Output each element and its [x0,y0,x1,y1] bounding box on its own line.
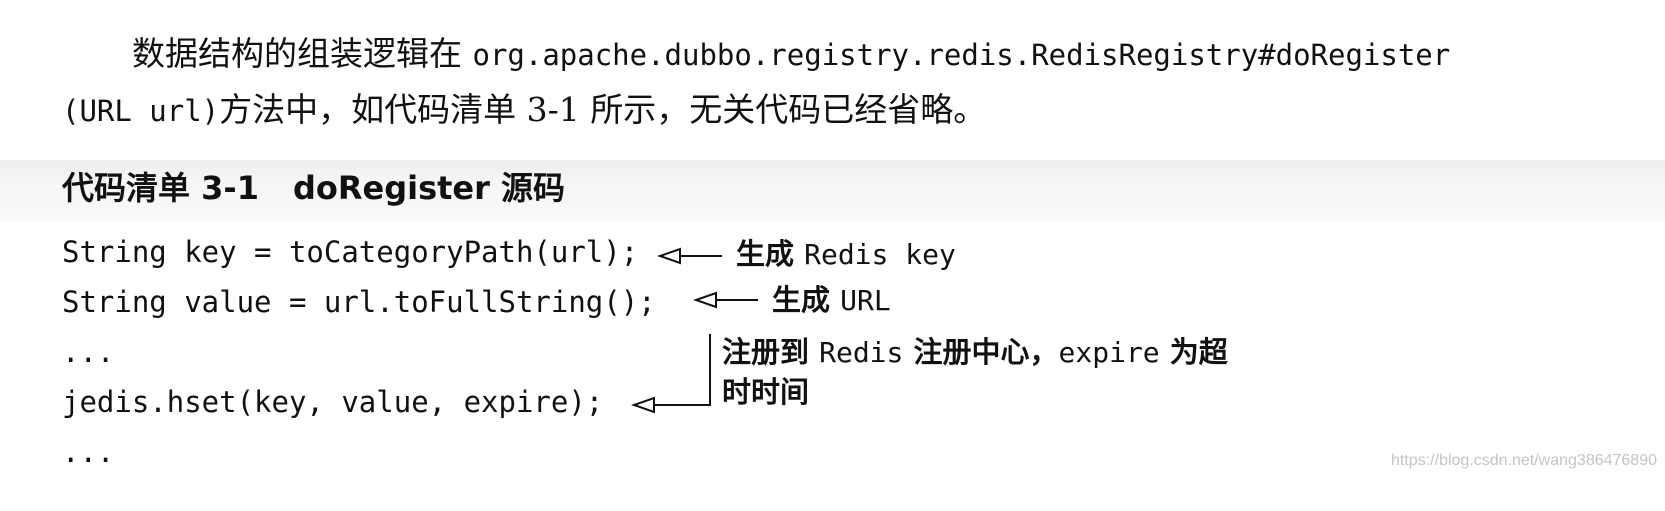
paragraph-text: 数据结构的组装逻辑在 [132,34,473,73]
annotation-text: 生成 [772,283,841,317]
annotation-text: 生成 [736,237,805,271]
arrow-head-key [656,247,681,265]
annotation-generate-key: 生成 Redis key [736,234,956,275]
annotation-text: 为超 [1159,335,1228,369]
arrow-line-register [654,334,711,406]
arrow-head-register [630,396,655,414]
scan-shading-band [0,160,1665,222]
paragraph-line-2: (URL url)方法中，如代码清单 3-1 所示，无关代码已经省略。 [62,90,986,131]
listing-caption: 代码清单 3-1 doRegister 源码 [62,168,565,208]
annotation-generate-url: 生成 URL [772,280,891,321]
method-params: (URL url) [62,94,220,128]
annotation-code: Redis key [804,238,956,271]
code-line: ... [62,335,115,369]
annotation-register-line-1: 注册到 Redis 注册中心，expire 为超 [722,332,1228,373]
caption-label: 代码清单 3-1 [62,169,259,207]
annotation-code: Redis [819,336,904,369]
annotation-text: 注册到 [722,335,820,369]
code-line: jedis.hset(key, value, expire); [62,385,604,419]
method-reference: org.apache.dubbo.registry.redis.RedisReg… [472,38,1451,72]
watermark-url: https://blog.csdn.net/wang386476890 [1391,452,1657,469]
annotation-register-line-2: 时时间 [722,375,810,409]
annotation-text: 注册中心， [903,335,1059,369]
paragraph-text: 方法中，如代码清单 3-1 所示，无关代码已经省略。 [219,90,987,129]
caption-title: doRegister 源码 [292,169,566,207]
paragraph-line-1: 数据结构的组装逻辑在 org.apache.dubbo.registry.red… [132,34,1450,75]
annotation-code: URL [840,284,891,317]
code-line: String key = toCategoryPath(url); [62,235,639,269]
arrow-head-url [692,291,717,309]
annotation-code: expire [1058,336,1160,369]
code-line: ... [62,435,115,469]
code-line: String value = url.toFullString(); [62,285,656,319]
